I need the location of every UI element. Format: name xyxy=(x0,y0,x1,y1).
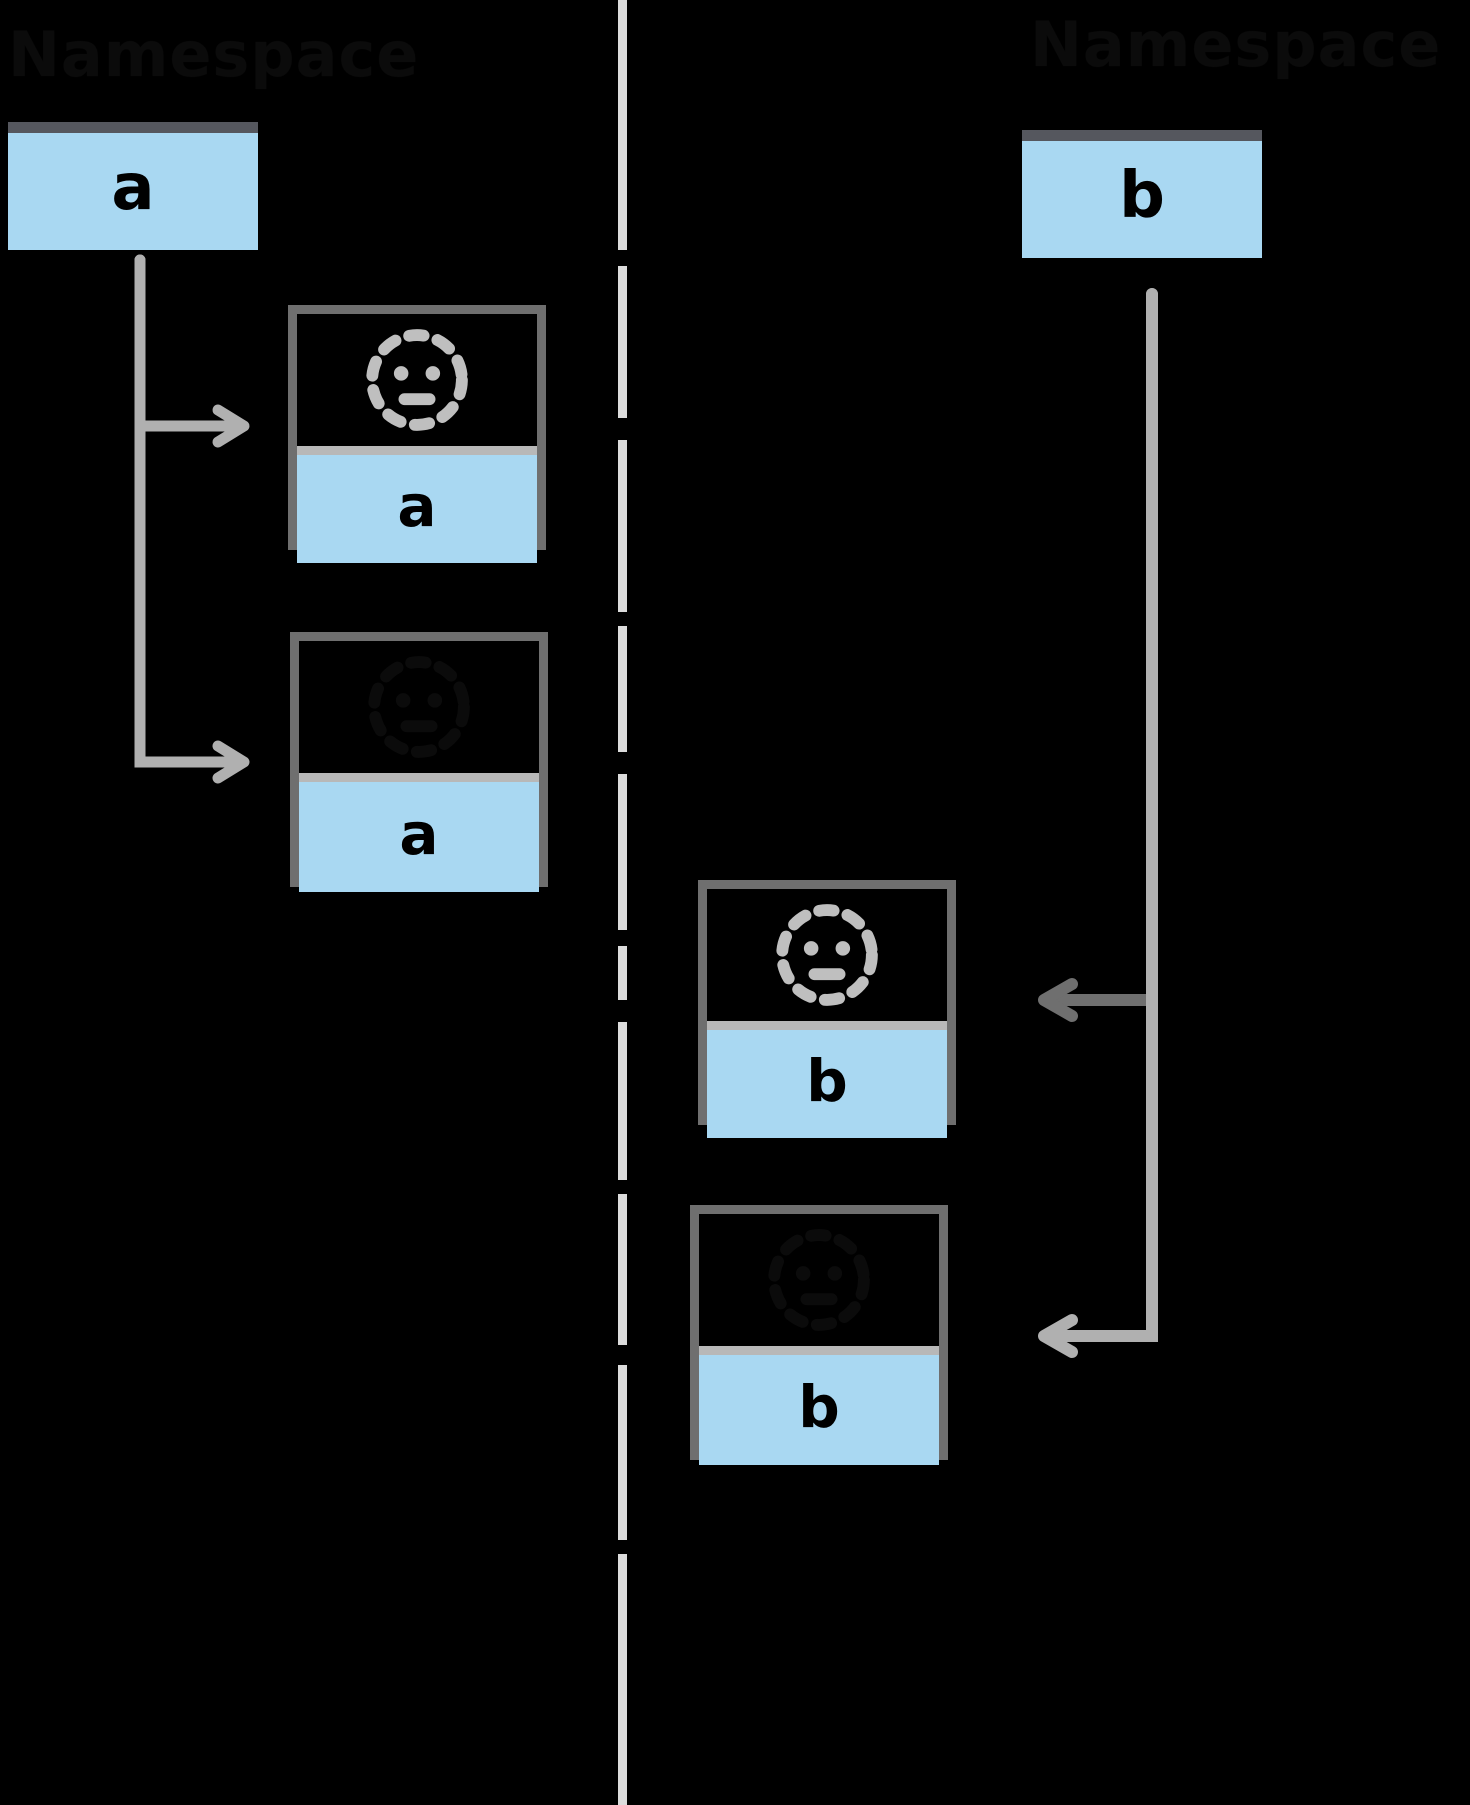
top-box-b-label: b xyxy=(1119,158,1165,233)
pod-dashed-circle-icon xyxy=(366,329,468,431)
top-box-a[interactable]: a xyxy=(8,122,258,250)
left-namespace-heading: Namespace xyxy=(8,18,420,91)
pod-dashed-circle-icon xyxy=(368,656,470,758)
card-b-1[interactable]: b xyxy=(698,880,956,1138)
card-a-2[interactable]: a xyxy=(290,632,548,892)
connector-b-to-card-2 xyxy=(1020,258,1200,1368)
top-box-b[interactable]: b xyxy=(1022,130,1262,258)
card-a-2-footer: a xyxy=(299,773,539,892)
top-box-a-label: a xyxy=(111,150,155,225)
card-b-1-label: b xyxy=(806,1047,848,1115)
card-a-1-icon-area xyxy=(297,314,537,446)
card-a-2-icon-area xyxy=(299,641,539,773)
card-b-2-icon-area xyxy=(699,1214,939,1346)
connector-a-to-card-2 xyxy=(120,250,280,810)
right-namespace-heading: Namespace xyxy=(1030,8,1442,81)
card-b-1-icon-area xyxy=(707,889,947,1021)
card-b-2-label: b xyxy=(798,1373,840,1441)
pod-dashed-circle-icon xyxy=(768,1229,870,1331)
card-b-1-footer: b xyxy=(707,1021,947,1138)
card-b-2[interactable]: b xyxy=(690,1205,948,1465)
card-b-2-footer: b xyxy=(699,1346,939,1465)
card-a-1-label: a xyxy=(397,472,437,540)
pod-dashed-circle-icon xyxy=(776,904,878,1006)
namespace-divider xyxy=(618,0,627,1805)
card-a-1[interactable]: a xyxy=(288,305,546,563)
card-a-1-footer: a xyxy=(297,446,537,563)
card-a-2-label: a xyxy=(399,800,439,868)
